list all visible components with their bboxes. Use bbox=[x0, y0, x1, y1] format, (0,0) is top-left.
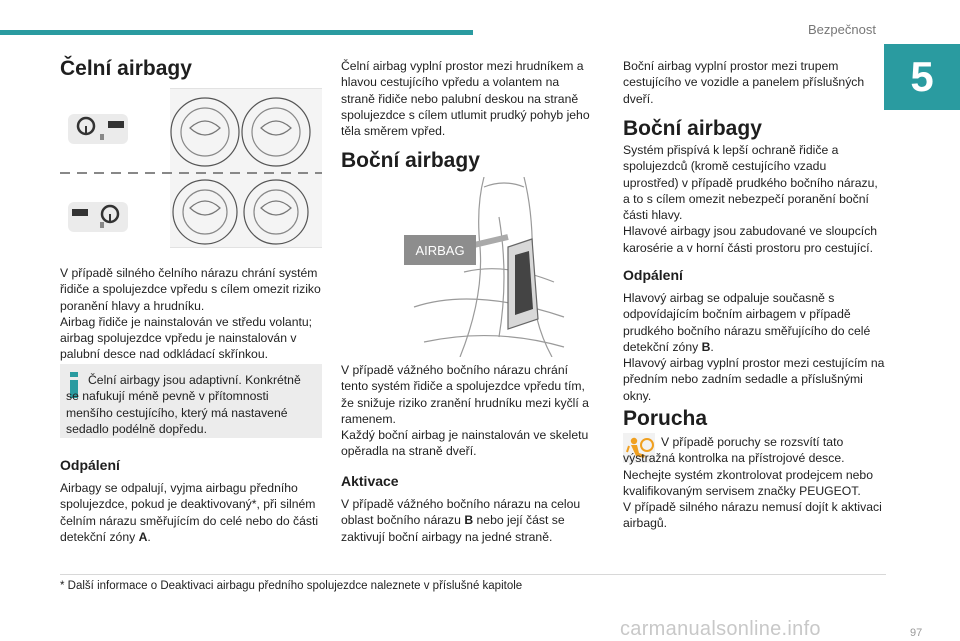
airbag-warning-icon bbox=[623, 433, 655, 463]
col3-body: Systém přispívá k lepší ochraně řidiče a… bbox=[623, 142, 885, 256]
curtain-deploy-title: Odpálení bbox=[623, 267, 683, 283]
col1-title-wrap: Čelní airbagy bbox=[60, 56, 322, 82]
fault-title: Porucha bbox=[623, 407, 708, 430]
col2-intro-wrap: Čelní airbag vyplní prostor mezi hrudník… bbox=[341, 58, 591, 139]
col3-fault-title-wrap: Porucha bbox=[623, 406, 885, 432]
col3-intro-wrap: Boční airbag vyplní prostor mezi trupem … bbox=[623, 58, 885, 107]
side-airbag-illustration: AIRBAG bbox=[404, 177, 565, 357]
curtain-deploy-para1: Hlavový airbag se odpaluje současně s od… bbox=[623, 291, 871, 354]
watermark: carmanualsonline.info bbox=[620, 618, 821, 640]
col3-fault: V případě poruchy se rozsvítí tato výstr… bbox=[623, 434, 885, 532]
frontal-para1: V případě silného čelního nárazu chrání … bbox=[60, 266, 321, 313]
activation-title: Aktivace bbox=[341, 473, 399, 489]
dashboard-top-icon bbox=[68, 114, 128, 144]
curtain-airbags-title: Boční airbagy bbox=[623, 117, 762, 140]
footnote-divider bbox=[60, 574, 886, 575]
col1-body: V případě silného čelního nárazu chrání … bbox=[60, 265, 322, 363]
col2-body: V případě vážného bočního nárazu chrání … bbox=[341, 362, 591, 460]
col2-title-wrap: Boční airbagy bbox=[341, 148, 591, 174]
curtain-para1: Systém přispívá k lepší ochraně řidiče a… bbox=[623, 143, 878, 223]
col3-title-wrap: Boční airbagy bbox=[623, 116, 885, 142]
frontal-deploy-para: Airbagy se odpalují, vyjma airbagu předn… bbox=[60, 481, 319, 544]
side-intro: Boční airbag vyplní prostor mezi trupem … bbox=[623, 59, 865, 106]
chapter-number-badge: 5 bbox=[884, 44, 960, 110]
frontal-intro: Čelní airbag vyplní prostor mezi hrudník… bbox=[341, 59, 590, 139]
col1-deploy: Odpálení Airbagy se odpalují, vyjma airb… bbox=[60, 456, 322, 545]
fault-para1: V případě poruchy se rozsvítí tato výstr… bbox=[623, 435, 845, 466]
frontal-airbags-title: Čelní airbagy bbox=[60, 57, 192, 80]
curtain-deploy-para2: Hlavový airbag vyplní prostor mezi cestu… bbox=[623, 356, 885, 403]
frontal-deploy-title: Odpálení bbox=[60, 457, 120, 473]
frontal-para2: Airbag řidiče je nainstalován ve středu … bbox=[60, 314, 313, 362]
airbag-label-box bbox=[404, 235, 476, 265]
dashboard-bottom-icon bbox=[68, 202, 128, 232]
info-text: Čelní airbagy jsou adaptivní. Konkrétně … bbox=[66, 373, 301, 436]
info-icon bbox=[70, 372, 78, 398]
side-para1: V případě vážného bočního nárazu chrání … bbox=[341, 363, 589, 426]
col2-activation: Aktivace V případě vážného bočního náraz… bbox=[341, 472, 591, 545]
side-para2: Každý boční airbag je nainstalován ve sk… bbox=[341, 428, 589, 459]
activation-para: V případě vážného bočního nárazu na celo… bbox=[341, 497, 581, 544]
airbag-label: AIRBAG bbox=[415, 243, 464, 258]
fault-para2: Nechejte systém zkontrolovat prodejcem n… bbox=[623, 467, 873, 498]
chapter-title: Bezpečnost bbox=[808, 22, 876, 37]
info-box: Čelní airbagy jsou adaptivní. Konkrétně … bbox=[60, 364, 322, 438]
frontal-airbag-illustration bbox=[60, 88, 322, 248]
fault-para3: V případě silného nárazu nemusí dojít k … bbox=[623, 500, 882, 531]
footnote: * Další informace o Deaktivaci airbagu p… bbox=[60, 580, 523, 592]
col3-deploy: Odpálení Hlavový airbag se odpaluje souč… bbox=[623, 266, 885, 404]
header-accent-bar bbox=[0, 30, 473, 35]
curtain-para2: Hlavové airbagy jsou zabudované ve sloup… bbox=[623, 224, 878, 255]
page-number: 97 bbox=[910, 627, 923, 639]
side-airbags-title: Boční airbagy bbox=[341, 149, 480, 172]
